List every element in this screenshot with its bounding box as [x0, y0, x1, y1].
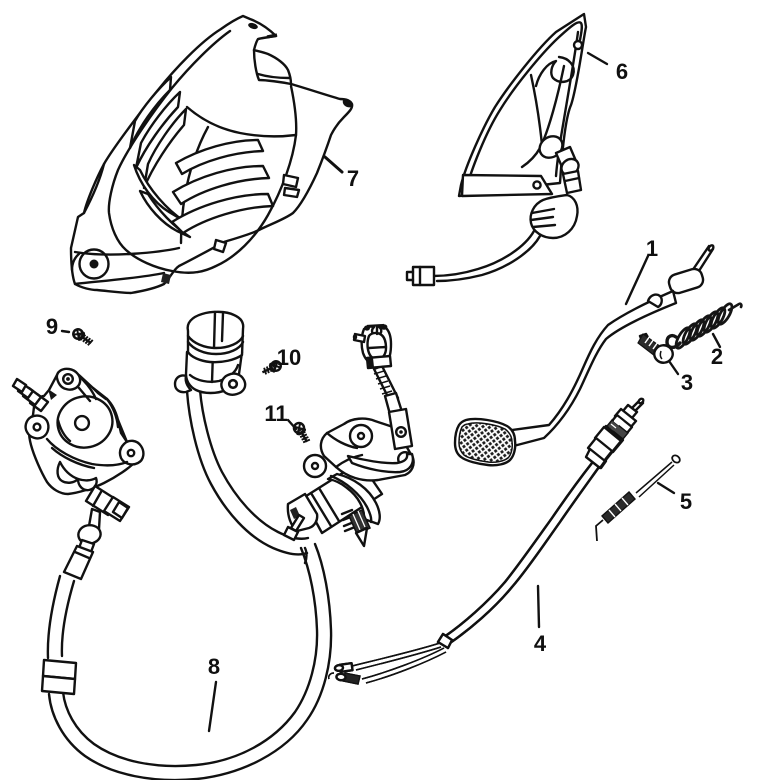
svg-text:9: 9: [46, 314, 58, 339]
svg-text:8: 8: [208, 654, 220, 679]
svg-text:7: 7: [347, 166, 359, 191]
svg-text:5: 5: [680, 489, 692, 514]
svg-text:6: 6: [616, 59, 628, 84]
svg-text:3: 3: [681, 370, 693, 395]
svg-text:2: 2: [711, 344, 723, 369]
svg-text:10: 10: [277, 345, 301, 370]
svg-text:4: 4: [534, 631, 547, 656]
svg-text:1: 1: [646, 236, 658, 261]
svg-text:11: 11: [264, 401, 287, 426]
